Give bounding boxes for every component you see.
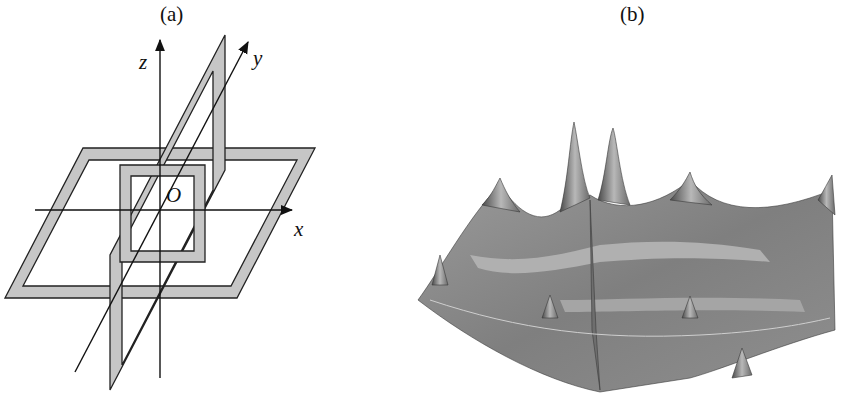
- frame-xz: [120, 165, 205, 262]
- surface-plot: [418, 122, 835, 392]
- origin-label: O: [166, 185, 181, 206]
- axis-label: z: [139, 52, 147, 73]
- frame-yz: [110, 35, 225, 390]
- axis-label: x: [294, 219, 303, 240]
- panel-label: (b): [620, 4, 645, 25]
- panel-label: (a): [160, 4, 183, 25]
- axes: [35, 40, 292, 378]
- axis-label: y: [253, 48, 262, 69]
